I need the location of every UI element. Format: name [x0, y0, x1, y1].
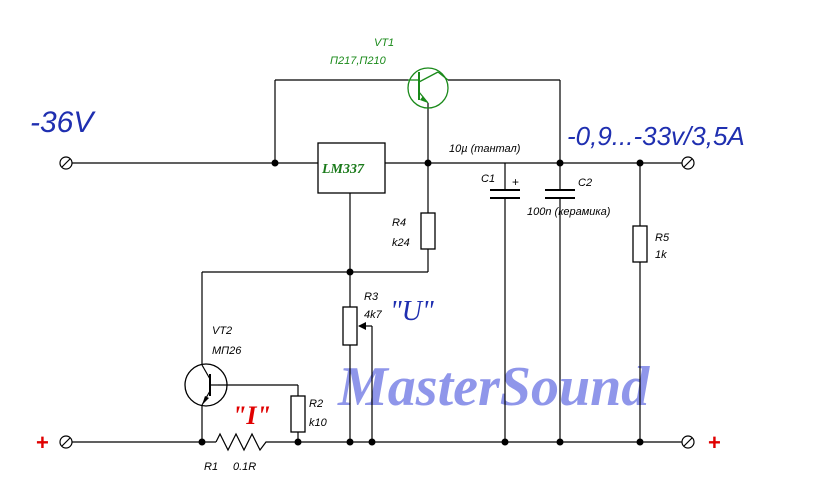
lm337-regulator [317, 142, 386, 194]
r2-name-label: R2 [309, 398, 323, 410]
vt1-transistor [407, 67, 449, 109]
vt1-type-label: П217,П210 [330, 55, 387, 67]
vt2-transistor [184, 363, 228, 407]
plus-right-label: + [708, 430, 721, 455]
watermark-text: MasterSound [337, 356, 650, 418]
r5-value-label: 1k [655, 249, 667, 261]
lm337-label: LM337 [321, 162, 365, 177]
input-voltage-label: -36V [30, 106, 96, 139]
terminal-input-bottom [59, 435, 73, 449]
r2-value-label: k10 [309, 417, 328, 429]
c1-capacitor [490, 189, 520, 199]
r5-name-label: R5 [655, 232, 670, 244]
r3-potentiometer [342, 306, 366, 346]
plus-left-label: + [36, 430, 49, 455]
r1-name-label: R1 [204, 461, 218, 473]
c2-name-label: C2 [578, 177, 592, 189]
terminal-input-top [59, 156, 73, 170]
current-limit-label: "I" [232, 401, 271, 430]
r5-resistor [632, 225, 648, 263]
c2-capacitor [545, 189, 575, 199]
c1-name-label: C1 [481, 173, 495, 185]
r3-value-label: 4k7 [364, 309, 383, 321]
c1-polarity-label: + [512, 175, 519, 189]
r3-name-label: R3 [364, 291, 379, 303]
r4-value-label: k24 [392, 237, 410, 249]
r1-resistor [215, 432, 270, 452]
vt2-name-label: VT2 [212, 325, 232, 337]
wires [72, 79, 682, 443]
r1-value-label: 0.1R [233, 461, 256, 473]
r4-name-label: R4 [392, 217, 406, 229]
c1-value-label: 10µ (тантал) [449, 143, 521, 155]
r2-resistor [290, 395, 306, 433]
junction-dots [198, 159, 644, 446]
output-voltage-label: -0,9...-33v/3,5A [567, 121, 745, 151]
r4-resistor [420, 212, 436, 250]
terminal-output-top [681, 156, 695, 170]
terminal-output-bottom [681, 435, 695, 449]
voltage-adjust-label: "U" [390, 296, 434, 327]
vt1-name-label: VT1 [374, 37, 394, 49]
vt2-type-label: МП26 [212, 345, 242, 357]
c2-value-label: 100n (керамика) [527, 206, 611, 218]
